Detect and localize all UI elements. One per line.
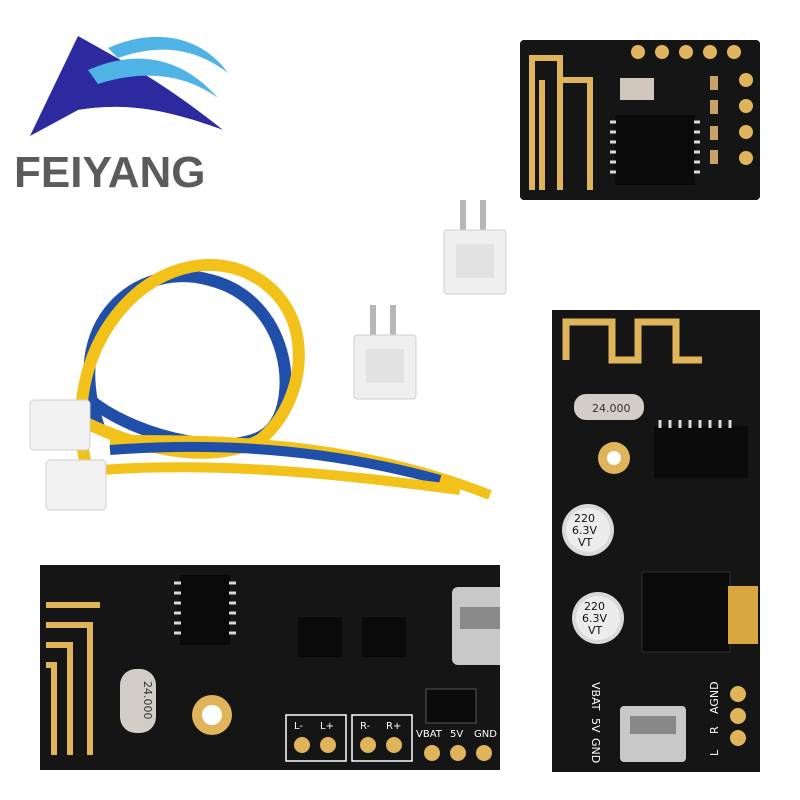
pin-r: R [708,726,721,734]
pin-vbat: VBAT [589,682,602,711]
pin-gnd-bottom: GND [474,729,497,740]
bluetooth-audio-receiver-board-horizontal: 24.000 L- L+ R- R+ VBAT 5V GND [40,565,500,770]
cap2-line1: 220 [584,600,605,613]
wave-logo-icon [30,36,228,136]
cap2-line3: VT [588,624,603,637]
cap1-line2: 6.3V [572,524,597,537]
cap1-line1: 220 [574,512,595,525]
pin-gnd: GND [589,738,602,763]
crystal-label: 24.000 [592,402,631,415]
pin-agnd: AGND [708,681,721,714]
pin-5v: 5V [589,718,602,733]
bluetooth-module-board [520,40,760,200]
pin-l-minus: L- [294,721,303,732]
pin-r-plus: R+ [386,721,401,732]
pin-5v-bottom: 5V [450,729,463,740]
connector-header-top [443,200,507,295]
connector-header-middle [353,305,417,400]
audio-cable [29,259,492,511]
cap1-line3: VT [578,536,593,549]
pin-vbat-bottom: VBAT [416,729,443,740]
pin-r-minus: R- [360,721,371,732]
cap2-line2: 6.3V [582,612,607,625]
pin-l: L [708,749,721,756]
bluetooth-audio-receiver-board-vertical: 24.000 220 6.3V VT 220 6.3V VT VBAT 5V G… [552,310,760,772]
crystal-label-bottom: 24.000 [141,681,154,720]
brand-name: FEIYANG [14,148,206,197]
pin-l-plus: L+ [320,721,334,732]
